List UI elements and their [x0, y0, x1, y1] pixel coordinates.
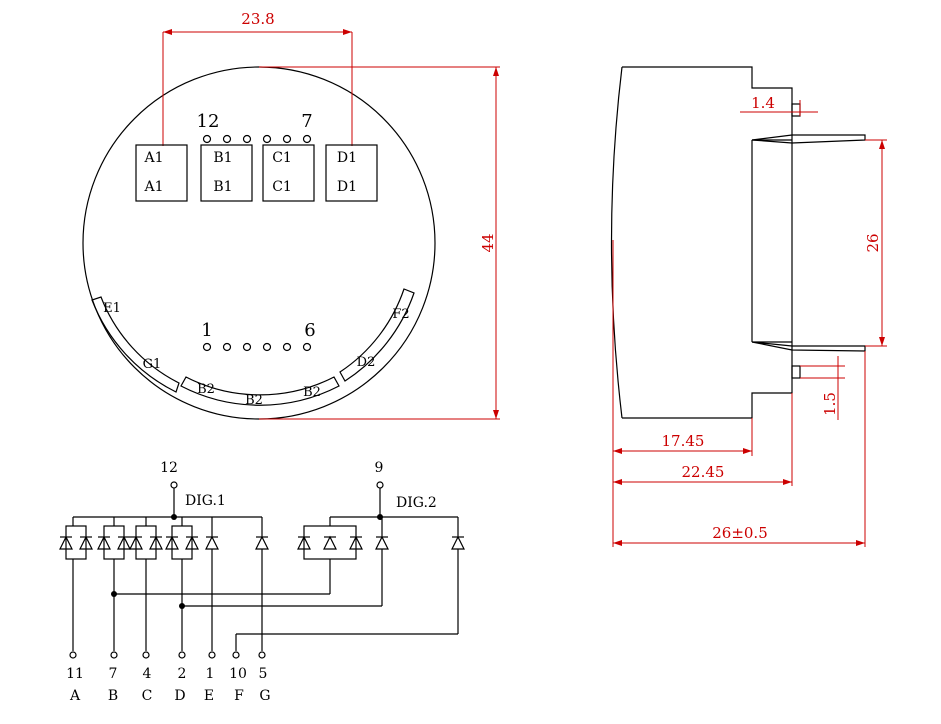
ring-label-b2-mid: B2: [245, 393, 263, 408]
box-c-top-label: C1: [272, 150, 292, 166]
digit-box-d: D1 D1: [325, 144, 378, 202]
box-a-top-label: A1: [143, 150, 163, 166]
dim-body-depth-label: 17.45: [662, 432, 705, 450]
digit-box-c: C1 C1: [262, 144, 315, 202]
segment-d-label: D: [174, 688, 185, 704]
pin-f-number: 10: [229, 666, 247, 682]
ring-label-b2-right: B2: [303, 385, 321, 400]
dig2-pin-number: 9: [375, 460, 384, 476]
pin-e-number: 1: [206, 666, 215, 682]
dig1-label: DIG.1: [185, 493, 226, 509]
pin-c-number: 4: [143, 666, 152, 682]
segment-c-label: C: [142, 688, 153, 704]
dig2-label: DIG.2: [396, 495, 437, 511]
top-pin-row: 12 7: [197, 111, 313, 144]
pin-12-label: 12: [197, 111, 220, 132]
dim-width-label: 23.8: [241, 10, 274, 28]
ring-label-d2: D2: [357, 355, 376, 370]
upper-pin: [751, 134, 866, 144]
ring-label-e1: E1: [103, 301, 121, 316]
dim-pin-span-label: 26: [864, 233, 882, 252]
segment-wiring: [72, 549, 459, 651]
segment-b2: [180, 376, 340, 406]
bottom-nub: [791, 365, 801, 379]
top-nub: [791, 103, 801, 117]
pin-g-number: 5: [259, 666, 268, 682]
front-lens-curve: [610, 66, 623, 419]
side-body-outline: [622, 66, 793, 419]
dimension-pin-thickness: 1.5: [800, 356, 845, 420]
side-view: 1.4 26 1.5 17.45: [610, 66, 887, 547]
ring-label-f2: F2: [392, 307, 409, 322]
digit1-diode-array: [59, 517, 269, 560]
bottom-pin-row: 1 6: [201, 320, 316, 352]
segment-e-label: E: [204, 688, 214, 704]
box-c-bottom-label: C1: [272, 179, 292, 195]
box-b-bottom-label: B1: [213, 179, 232, 195]
segment-pins: 11 7 4 2 1 10 5 A B C D E F G: [66, 651, 271, 704]
lower-pin: [751, 341, 866, 352]
ring-segments: E1 F2 G1 D2 B2 B2 B2: [91, 288, 415, 408]
display-body-outline: [82, 66, 436, 420]
segment-a-label: A: [69, 688, 81, 704]
pin-7-label: 7: [301, 111, 312, 132]
dim-pin-offset-label: 1.4: [751, 94, 775, 112]
dimension-depths: 17.45 22.45 26±0.5: [612, 240, 866, 547]
box-d-bottom-label: D1: [337, 179, 357, 195]
dim-depth-with-base-label: 22.45: [682, 463, 725, 481]
pin-6-label: 6: [304, 320, 315, 341]
dimension-pin-span: 26: [864, 139, 887, 347]
segment-f-label: F: [234, 688, 244, 704]
schematic: 12 DIG.1: [59, 460, 465, 704]
dig1-pin-number: 12: [160, 460, 178, 476]
segment-e1-g1: [91, 296, 180, 393]
front-view: 23.8 44 A1 A1 B1 B1 C1 C1 D: [82, 10, 500, 420]
pin-b-number: 7: [109, 666, 118, 682]
digit-box-b: B1 B1: [200, 144, 253, 202]
box-b-top-label: B1: [213, 150, 232, 166]
digit2-diode-array: [297, 517, 465, 560]
segment-d2-f2: [339, 288, 415, 382]
ring-label-b2-left: B2: [197, 382, 215, 397]
segment-b-label: B: [108, 688, 118, 704]
box-d-top-label: D1: [337, 150, 357, 166]
dim-pin-thickness-label: 1.5: [821, 392, 839, 416]
pin-1-label: 1: [201, 320, 212, 341]
dimension-width: 23.8: [162, 10, 353, 146]
pin-a-number: 11: [66, 666, 84, 682]
segment-g-label: G: [259, 688, 270, 704]
dimension-height: 44: [259, 66, 500, 420]
dim-height-label: 44: [479, 233, 497, 252]
ring-label-g1: G1: [143, 357, 162, 372]
pin-d-number: 2: [178, 666, 187, 682]
dimension-pin-offset: 1.4: [740, 94, 818, 116]
box-a-bottom-label: A1: [143, 179, 163, 195]
dim-total-depth-label: 26±0.5: [712, 524, 768, 542]
digit-box-a: A1 A1: [135, 144, 188, 202]
